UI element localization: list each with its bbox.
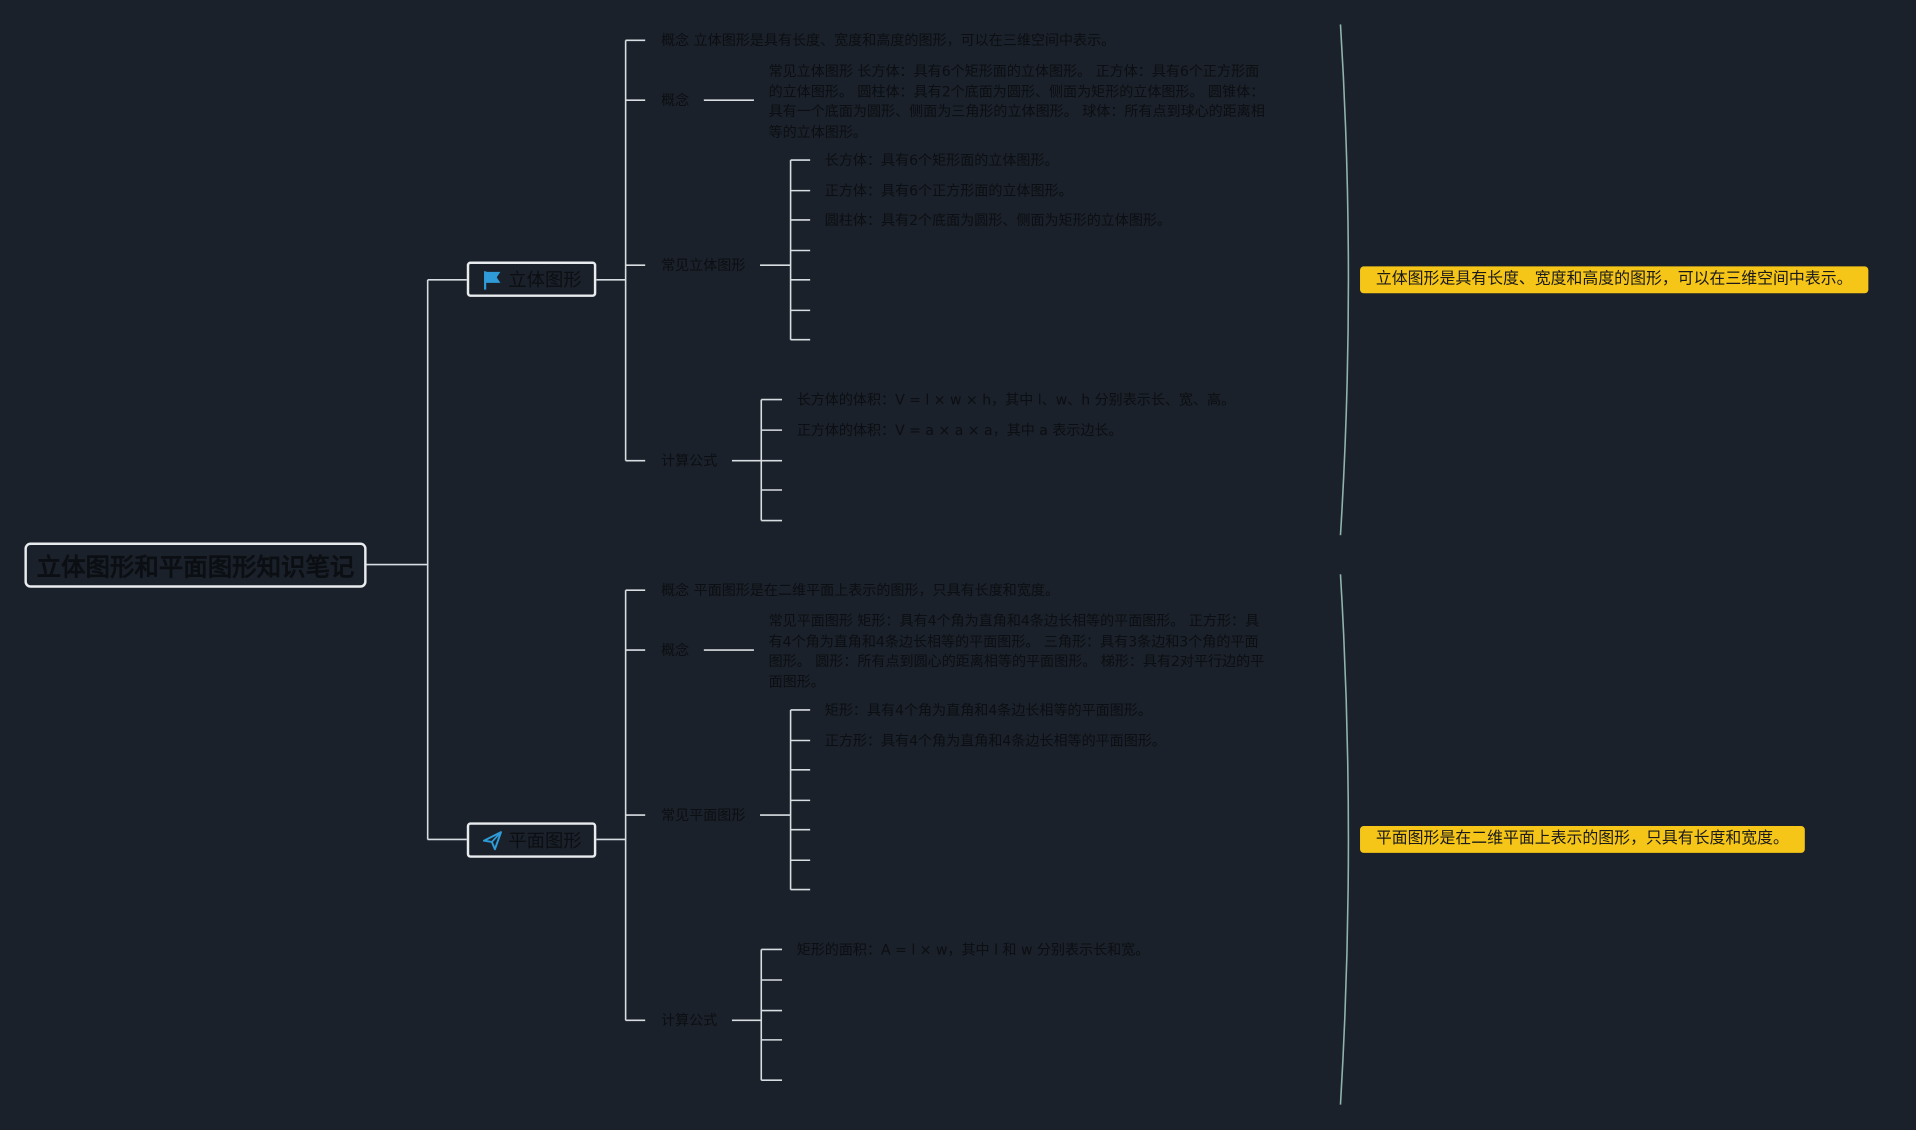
- connector-plane-formula: [731, 948, 783, 1081]
- summary-plane[interactable]: 平面图形是在二维平面上表示的图形，只具有长度和宽度。: [1360, 826, 1805, 853]
- plane-common-item[interactable]: 矩形：具有4个角为直角和4条边长相等的平面图形。: [824, 701, 1152, 719]
- solid-formula-item[interactable]: 正方体的体积：V = a × a × a，其中 a 表示边长。: [796, 421, 1123, 439]
- solid-concept-label[interactable]: 概念: [661, 91, 690, 109]
- topic-plane-label: 平面图形: [508, 829, 582, 852]
- solid-formula-item[interactable]: 长方体的体积：V = l × w × h，其中 l、w、h 分别表示长、宽、高。: [796, 391, 1236, 409]
- root-title: 立体图形和平面图形知识笔记: [36, 552, 355, 582]
- solid-common-item[interactable]: 长方体：具有6个矩形面的立体图形。: [824, 151, 1059, 169]
- summary-solid[interactable]: 立体图形是具有长度、宽度和高度的图形，可以在三维空间中表示。: [1360, 266, 1869, 294]
- connector-solid-formula: [731, 398, 783, 522]
- topic-solid-shapes[interactable]: 立体图形: [466, 261, 597, 297]
- summary-bracket-solid: [1339, 24, 1350, 536]
- connector-plane-common: [760, 709, 811, 891]
- connector-solid-common: [760, 159, 811, 341]
- plane-concept-label[interactable]: 概念: [661, 641, 690, 659]
- paper-plane-icon: [482, 830, 502, 850]
- root-topic[interactable]: 立体图形和平面图形知识笔记: [24, 542, 367, 588]
- flag-icon: [483, 270, 501, 289]
- plane-concept-detail[interactable]: 常见平面图形 矩形：具有4个角为直角和4条边长相等的平面图形。 正方形：具有4个…: [768, 612, 1265, 690]
- solid-common-item[interactable]: 圆柱体：具有2个底面为圆形、侧面为矩形的立体图形。: [824, 211, 1172, 229]
- connector-solid: [596, 39, 646, 462]
- solid-concept-line[interactable]: 概念 立体图形是具有长度、宽度和高度的图形，可以在三维空间中表示。: [661, 31, 1116, 49]
- summary-bracket-plane: [1339, 574, 1350, 1105]
- solid-formula-label[interactable]: 计算公式: [661, 452, 718, 470]
- topic-solid-label: 立体图形: [508, 268, 582, 291]
- plane-formula-item[interactable]: 矩形的面积：A = l × w，其中 l 和 w 分别表示长和宽。: [796, 940, 1150, 959]
- solid-common-label[interactable]: 常见立体图形: [661, 256, 746, 274]
- plane-formula-label[interactable]: 计算公式: [661, 1011, 718, 1029]
- solid-common-item[interactable]: 正方体：具有6个正方形面的立体图形。: [824, 182, 1073, 200]
- plane-concept-line[interactable]: 概念 平面图形是在二维平面上表示的图形，只具有长度和宽度。: [661, 581, 1060, 599]
- plane-common-item[interactable]: 正方形：具有4个角为直角和4条边长相等的平面图形。: [824, 731, 1166, 750]
- plane-common-label[interactable]: 常见平面图形: [661, 806, 746, 824]
- solid-concept-detail[interactable]: 常见立体图形 长方体：具有6个矩形面的立体图形。 正方体：具有6个正方形面的立体…: [768, 62, 1265, 140]
- connector-plane: [596, 589, 646, 1022]
- connector-root: [366, 279, 467, 841]
- topic-plane-shapes[interactable]: 平面图形: [466, 822, 597, 858]
